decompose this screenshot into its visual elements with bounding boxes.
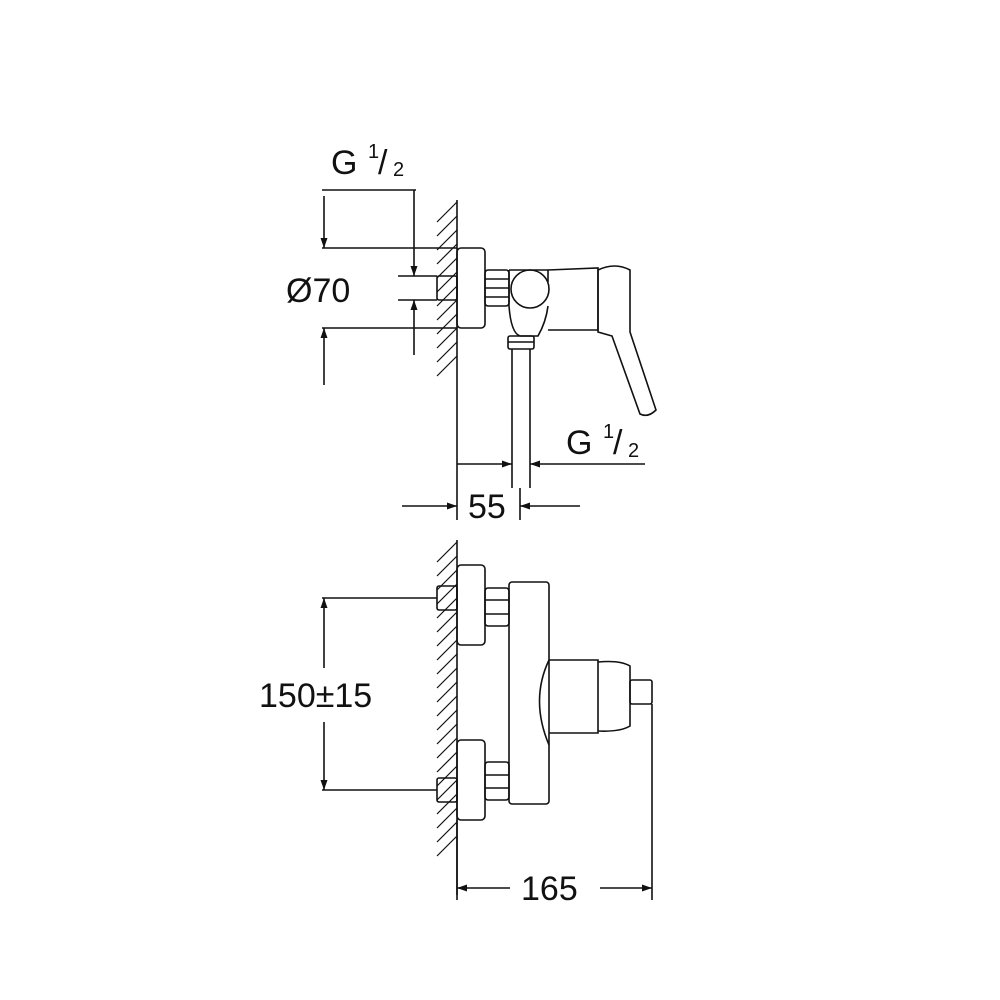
thread-side-denominator: 2: [628, 440, 639, 462]
thread-side-slash: /: [613, 424, 623, 462]
union-nut-lower: [484, 761, 510, 801]
label-centre-150: 150±15: [259, 677, 372, 715]
cartridge-front: [549, 659, 653, 734]
wall-hatching-bottom: [436, 541, 458, 857]
wall-hatching-top: [436, 201, 458, 377]
label-thread-top: G 1 / 2: [331, 141, 404, 182]
wall-stub-side: [436, 275, 458, 301]
front-view: [320, 540, 653, 900]
thread-top-numerator: 1: [368, 141, 379, 163]
union-nut-side: [484, 269, 510, 307]
label-diameter: Ø70: [286, 272, 350, 310]
rosette-upper: [456, 564, 486, 646]
label-thread-side: G 1 / 2: [566, 421, 639, 462]
rosette-side: [456, 247, 486, 329]
thread-side-numerator: 1: [603, 421, 614, 443]
side-view: [320, 189, 657, 520]
mixer-body-front: [508, 581, 550, 805]
thread-top-slash: /: [378, 144, 388, 182]
label-depth-165: 165: [521, 870, 578, 908]
label-projection-55: 55: [468, 488, 506, 526]
wall-stub-upper: [436, 585, 458, 611]
mixer-body-side: [508, 267, 599, 337]
thread-side-g: G: [566, 424, 592, 462]
thread-top-denominator: 2: [393, 159, 404, 181]
rosette-lower: [456, 739, 486, 821]
thread-top-g: G: [331, 144, 357, 182]
union-nut-upper: [484, 587, 510, 627]
lever-handle-side: [597, 265, 657, 417]
